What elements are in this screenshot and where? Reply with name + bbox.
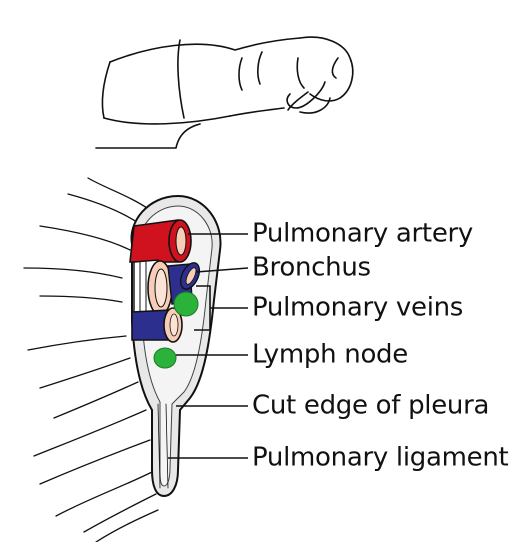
pulmonary-artery-shape xyxy=(129,219,192,263)
hand-illustration xyxy=(95,36,354,149)
lymph-nodes xyxy=(153,291,199,369)
lower-pulmonary-vein-shape xyxy=(131,307,183,343)
label-cut-edge-of-pleura: Cut edge of pleura xyxy=(252,391,489,421)
upper-lymph-node xyxy=(173,291,199,317)
label-bronchus: Bronchus xyxy=(252,253,371,283)
pleura-fold-lines xyxy=(23,177,159,542)
leader-lines xyxy=(168,233,249,459)
label-pulmonary-artery: Pulmonary artery xyxy=(252,219,473,249)
labels: Pulmonary artery Bronchus Pulmonary vein… xyxy=(252,219,509,473)
lower-lymph-node xyxy=(153,347,177,369)
label-lymph-node: Lymph node xyxy=(252,340,408,370)
label-pulmonary-veins: Pulmonary veins xyxy=(252,293,463,323)
bronchus-shape xyxy=(133,259,173,317)
label-pulmonary-ligament: Pulmonary ligament xyxy=(252,443,508,473)
